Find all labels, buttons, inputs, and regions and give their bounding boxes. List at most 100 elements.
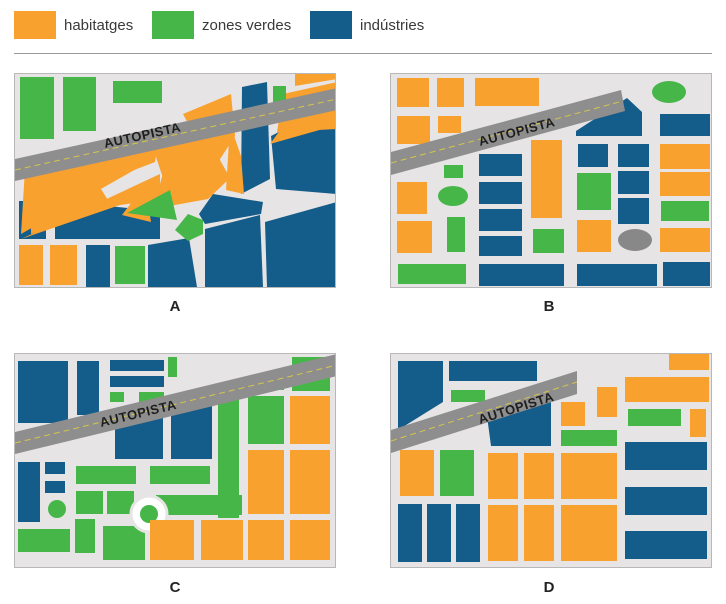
housing-block (290, 396, 330, 444)
highway-lane (15, 98, 335, 171)
map-a: AUTOPISTA (14, 73, 336, 288)
green-block (63, 77, 96, 131)
housing-block (660, 144, 710, 169)
housing-block (201, 520, 243, 560)
housing-block (690, 409, 706, 437)
legend-divider (14, 53, 712, 54)
green-zones (440, 390, 681, 496)
industry-block (578, 144, 608, 167)
industry-zones (19, 82, 335, 287)
housing-block (33, 147, 157, 209)
industry-block (205, 215, 263, 287)
green-block (20, 77, 54, 139)
industry-block (618, 144, 649, 167)
housing-block (625, 377, 709, 402)
green-block (76, 466, 136, 484)
housing-zones (150, 396, 330, 560)
industry-block (115, 409, 163, 459)
housing-block (397, 116, 430, 144)
housing-block (597, 387, 617, 417)
housing-block (50, 245, 77, 285)
map-label-d: D (543, 579, 555, 596)
green-block (447, 217, 465, 252)
green-block (398, 264, 466, 284)
green-block (577, 173, 611, 210)
highway-lane (15, 364, 335, 444)
green-block (110, 392, 124, 402)
roundabout-green (140, 505, 158, 523)
housing-block (19, 245, 43, 285)
industry-block (479, 182, 522, 204)
highway-lane (391, 100, 624, 164)
industry-block (398, 361, 443, 430)
housing-block (660, 228, 710, 252)
housing-block (397, 221, 432, 253)
green-block (115, 246, 145, 284)
housing-block (488, 453, 518, 499)
legend-swatch-housing (14, 11, 56, 39)
industry-block (618, 198, 649, 224)
green-block (628, 409, 681, 426)
industry-block (456, 504, 480, 562)
highway-road (391, 371, 577, 453)
industry-block (110, 376, 164, 387)
green-block (75, 519, 95, 553)
green-block (18, 529, 70, 552)
housing-block (561, 505, 617, 561)
housing-block (561, 402, 585, 426)
housing-block (488, 505, 518, 561)
housing-block (561, 453, 617, 499)
industry-block (449, 361, 537, 381)
industry-block (663, 262, 710, 286)
industry-block (625, 531, 707, 559)
industry-zones (479, 98, 710, 286)
legend-swatch-green (152, 11, 194, 39)
housing-block (152, 124, 225, 184)
map-b: AUTOPISTA (390, 73, 712, 288)
green-block (107, 491, 134, 514)
green-block (113, 81, 162, 103)
industry-block (618, 171, 649, 194)
industry-block (660, 114, 710, 136)
green-block (533, 229, 564, 253)
green-zones (20, 77, 286, 284)
housing-block (669, 354, 709, 370)
industry-block (199, 194, 263, 224)
green-block (451, 390, 485, 402)
industry-block (148, 238, 197, 287)
green-zones (398, 81, 709, 284)
industry-block (398, 504, 422, 562)
legend-label-housing: habitatges (64, 17, 134, 34)
green-block (139, 392, 164, 402)
industry-block (427, 504, 451, 562)
green-block (156, 495, 242, 515)
housing-block (438, 116, 461, 133)
green-block (127, 190, 177, 220)
industry-block (18, 462, 40, 522)
housing-block (397, 182, 427, 214)
industry-block (110, 360, 164, 371)
housing-block (290, 450, 330, 514)
housing-block (226, 124, 244, 194)
industry-block (576, 98, 642, 136)
housing-block (397, 78, 429, 107)
industry-block (45, 462, 65, 474)
industry-block (77, 361, 99, 415)
housing-zones (397, 78, 710, 253)
housing-block (400, 450, 434, 496)
housing-block (577, 220, 611, 252)
pond (618, 229, 652, 251)
green-block (175, 214, 203, 241)
green-block (444, 165, 463, 178)
industry-block (479, 264, 564, 286)
housing-block (437, 78, 464, 107)
map-c: AUTOPISTA (14, 353, 336, 568)
legend-label-industry: indústries (360, 17, 425, 34)
map-label-a: A (169, 298, 181, 315)
industry-block (479, 236, 522, 256)
industry-block (625, 487, 707, 515)
industry-block (479, 154, 522, 176)
industry-block (265, 202, 335, 287)
green-block (248, 396, 284, 444)
housing-block (150, 520, 194, 560)
